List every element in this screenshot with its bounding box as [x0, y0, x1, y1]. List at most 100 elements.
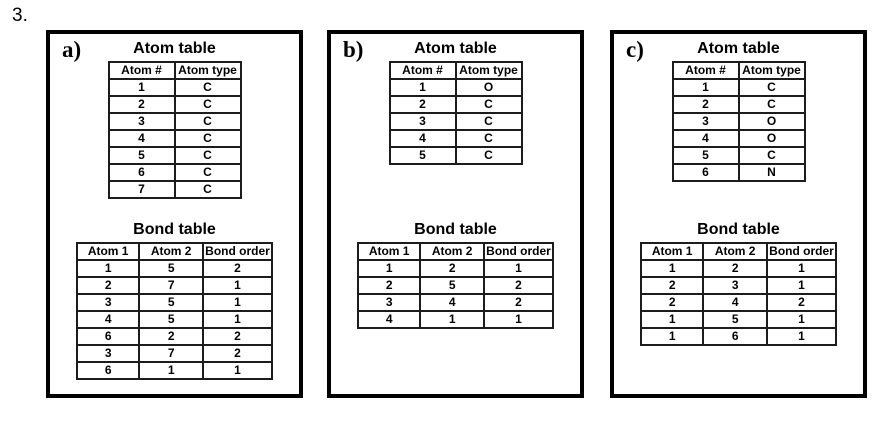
table-cell: 7 [107, 180, 176, 199]
table-cell: 4 [107, 129, 176, 148]
table-cell: 3 [357, 293, 422, 312]
table-cell: 4 [388, 129, 457, 148]
atom-table-title: Atom table [133, 40, 216, 57]
table-cell: C [737, 78, 806, 97]
table-cell: 4 [76, 310, 141, 329]
table-cell: 2 [640, 293, 705, 312]
column-header: Bond order [202, 242, 273, 261]
table-cell: C [173, 95, 242, 114]
table-cell: 1 [388, 78, 457, 97]
table-cell: C [173, 129, 242, 148]
table-cell: 2 [483, 293, 554, 312]
table-cell: 1 [640, 327, 705, 346]
table-cell: 1 [483, 259, 554, 278]
column-header: Atom type [173, 61, 242, 80]
table-cell: 1 [202, 293, 273, 312]
atom-table-title: Atom table [697, 40, 780, 57]
atom-table-title: Atom table [414, 40, 497, 57]
column-header: Atom # [107, 61, 176, 80]
table-cell: 1 [640, 310, 705, 329]
table-cell: 2 [640, 276, 705, 295]
column-header: Atom 2 [702, 242, 769, 261]
panel-c-label: c) [626, 37, 644, 62]
bond-table-title: Bond table [697, 221, 780, 238]
column-header: Atom type [454, 61, 523, 80]
table-header-row: Atom #Atom type [671, 61, 806, 80]
bond-table-title: Bond table [133, 221, 216, 238]
column-header: Atom 2 [138, 242, 205, 261]
table-cell: C [454, 112, 523, 131]
table-cell: 2 [388, 95, 457, 114]
table-cell: 1 [419, 310, 486, 329]
column-header: Atom 1 [357, 242, 422, 261]
table-cell: 4 [357, 310, 422, 329]
table-cell: 1 [202, 276, 273, 295]
table-cell: O [737, 129, 806, 148]
table-cell: 1 [766, 259, 837, 278]
table-cell: 1 [357, 259, 422, 278]
table-cell: 2 [202, 327, 273, 346]
table-cell: 4 [419, 293, 486, 312]
table-cell: 4 [671, 129, 740, 148]
table-cell: C [173, 163, 242, 182]
column-header: Atom type [737, 61, 806, 80]
table-cell: 2 [202, 344, 273, 363]
table-cell: 5 [419, 276, 486, 295]
table-cell: C [737, 95, 806, 114]
column-header: Atom 2 [419, 242, 486, 261]
bond-table-title: Bond table [414, 221, 497, 238]
table-cell: 2 [202, 259, 273, 278]
table-cell: 2 [357, 276, 422, 295]
table-cell: 3 [388, 112, 457, 131]
table-cell: 2 [671, 95, 740, 114]
table-cell: 1 [202, 310, 273, 329]
table-cell: 3 [76, 344, 141, 363]
table-cell: N [737, 163, 806, 182]
table-cell: 3 [671, 112, 740, 131]
table-cell: 1 [640, 259, 705, 278]
table-cell: 7 [138, 344, 205, 363]
table-cell: 5 [702, 310, 769, 329]
table-cell: C [454, 146, 523, 165]
table-header-row: Atom #Atom type [388, 61, 523, 80]
table-cell: C [173, 112, 242, 131]
table-cell: C [173, 78, 242, 97]
column-header: Atom 1 [640, 242, 705, 261]
table-cell: 6 [702, 327, 769, 346]
table-cell: 2 [107, 95, 176, 114]
panel-a-label: a) [62, 37, 82, 62]
table-cell: 5 [138, 310, 205, 329]
